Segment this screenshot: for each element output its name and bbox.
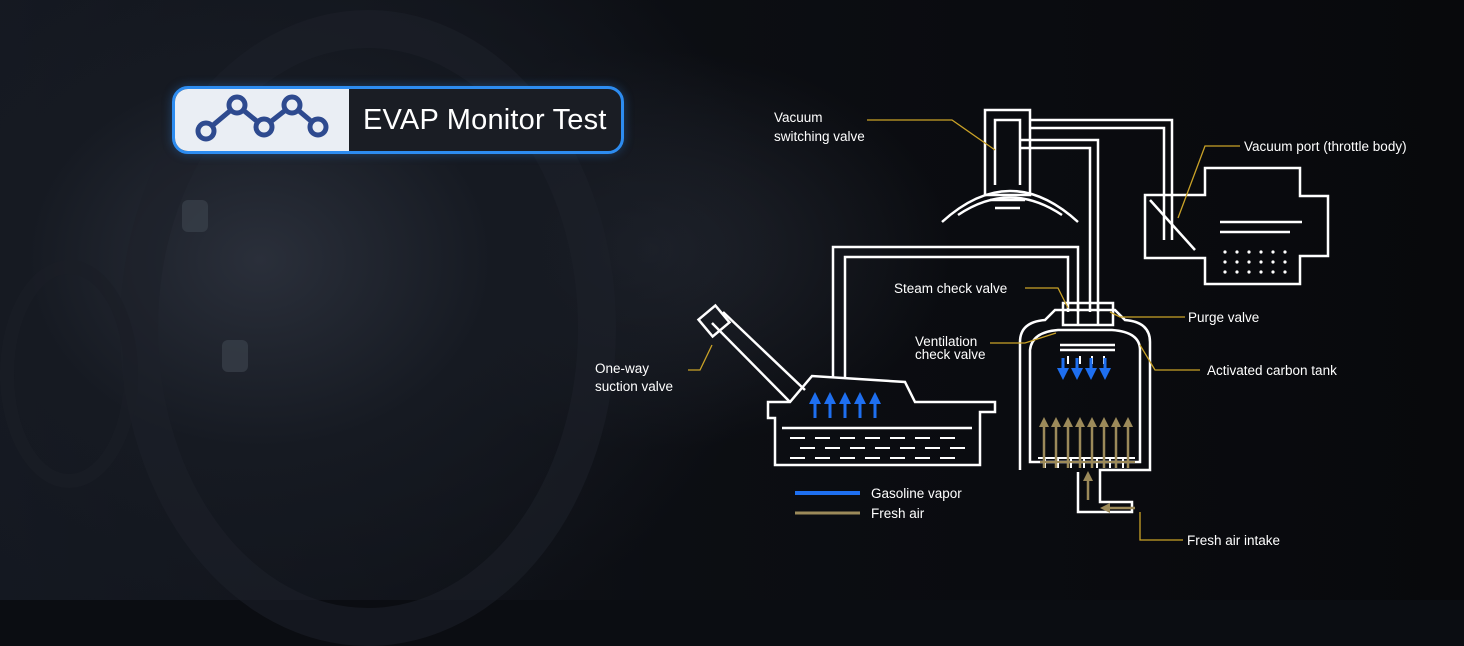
- legend-label-fresh-air: Fresh air: [871, 506, 925, 521]
- wheel-button-shape: [182, 200, 208, 232]
- legend-label-gasoline-vapor: Gasoline vapor: [871, 486, 962, 501]
- title-icon-panel: [175, 89, 349, 151]
- label-ventilation-check-valve: Ventilation check valve: [915, 334, 986, 362]
- network-nodes-icon: [192, 93, 332, 148]
- canister-grid: [1038, 356, 1135, 468]
- label-purge-valve: Purge valve: [1188, 310, 1259, 325]
- page-title: EVAP Monitor Test: [363, 103, 607, 136]
- legend: Gasoline vapor Fresh air: [795, 486, 962, 521]
- label-activated-carbon-tank: Activated carbon tank: [1207, 363, 1337, 378]
- fresh-air-arrows-canister: [1039, 417, 1135, 513]
- vacuum-switching-valve-shape: [941, 108, 1079, 223]
- label-vacuum-port: Vacuum port (throttle body): [1244, 139, 1407, 154]
- label-vacuum-switching-valve: Vacuum switching valve: [774, 110, 865, 144]
- purge-line-pipe: [1020, 138, 1100, 312]
- vapor-line-pipe: [831, 245, 1080, 378]
- vacuum-line-pipe: [1030, 118, 1174, 240]
- label-fresh-air-intake: Fresh air intake: [1187, 533, 1280, 548]
- throttle-body-dots: [1223, 250, 1287, 274]
- title-badge: EVAP Monitor Test: [172, 86, 624, 154]
- filler-neck-shape: [696, 303, 806, 403]
- carbon-canister-shape: [1018, 301, 1152, 514]
- label-one-way-suction-valve: One-way suction valve: [595, 361, 673, 394]
- vapor-arrows-canister: [1057, 358, 1111, 380]
- vapor-arrows-tank: [809, 392, 881, 418]
- throttle-body-shape: [1143, 166, 1330, 286]
- fuel-liquid-dashes: [790, 437, 965, 459]
- fuel-tank-shape: [766, 374, 997, 467]
- evap-system-diagram: Vacuum switching valve Vacuum port (thro…: [595, 108, 1407, 548]
- leader-lines: [688, 119, 1240, 541]
- wheel-button-shape: [222, 340, 248, 372]
- label-steam-check-valve: Steam check valve: [894, 281, 1007, 296]
